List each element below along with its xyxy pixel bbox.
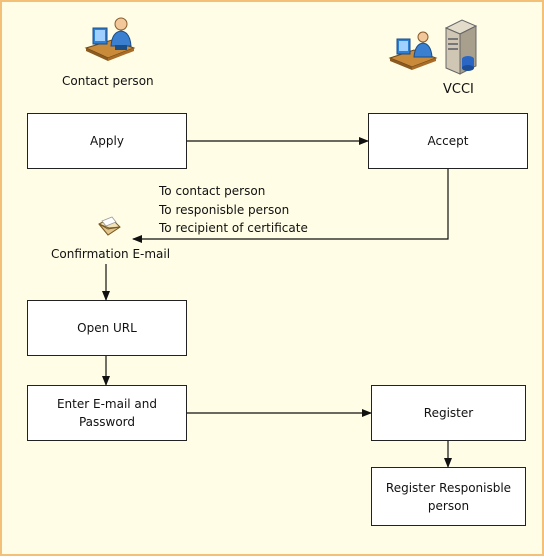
enter-email-password-box: Enter E-mail and Password [27, 385, 187, 441]
recipient-responsible-person: To responisble person [159, 203, 290, 217]
open-url-box: Open URL [27, 300, 187, 356]
contact-person-label: Contact person [62, 74, 154, 88]
register-responsible-box: Register Responisble person [371, 467, 526, 526]
email-envelope-icon [96, 215, 122, 241]
contact-person-icon [82, 16, 138, 62]
vcci-label: VCCI [443, 82, 474, 97]
confirmation-email-label: Confirmation E-mail [51, 247, 171, 261]
recipient-contact-person: To contact person [159, 184, 266, 198]
register-box: Register [371, 385, 526, 441]
accept-box: Accept [368, 113, 528, 169]
accept-to-email-arrow [132, 169, 449, 243]
recipient-certificate: To recipient of certificate [159, 221, 308, 235]
apply-box: Apply [27, 113, 187, 169]
server-icon [442, 18, 478, 76]
vcci-staff-icon [388, 30, 440, 70]
